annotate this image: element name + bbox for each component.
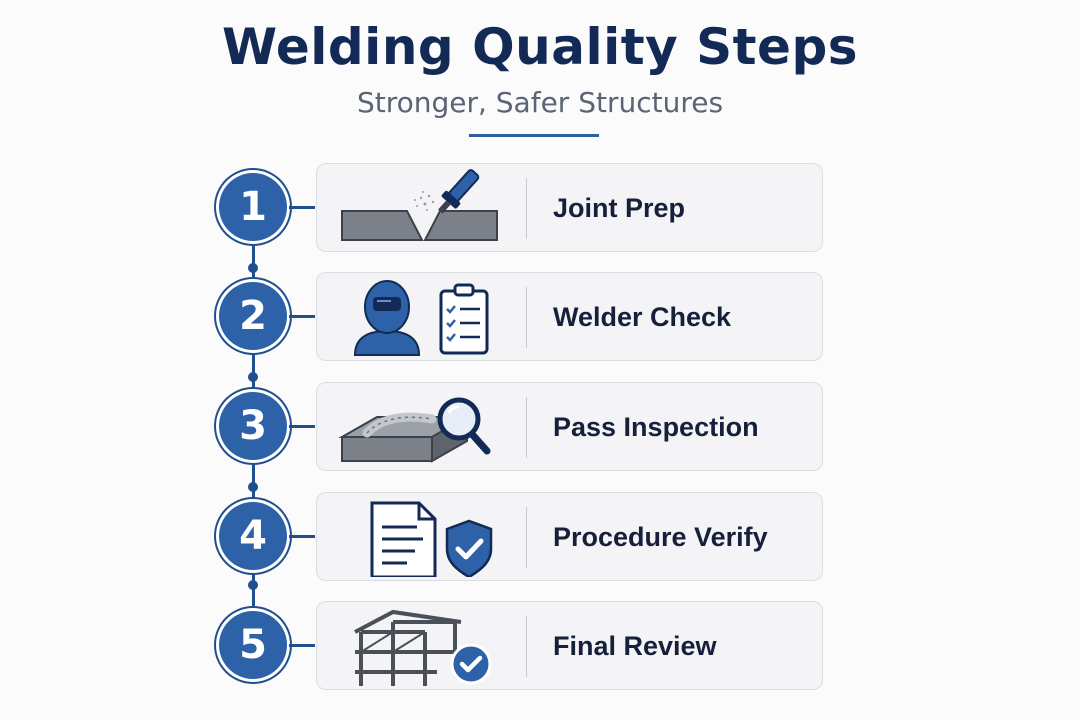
- step-card: Final Review: [316, 601, 823, 692]
- card-divider: [526, 616, 527, 677]
- timeline-dot: [248, 263, 258, 273]
- step-number-badge: 5: [219, 611, 287, 679]
- step-connector: [289, 206, 315, 209]
- step-label: Joint Prep: [553, 193, 686, 223]
- card-divider: [526, 397, 527, 458]
- weld-magnifier-icon: [337, 387, 507, 467]
- step-joint-prep: 1 Joint Prep: [0, 163, 1080, 255]
- title-underline: [469, 134, 599, 137]
- step-label: Pass Inspection: [553, 412, 759, 442]
- document-shield-icon: [337, 497, 507, 579]
- step-card: Procedure Verify: [316, 492, 823, 581]
- card-divider: [526, 507, 527, 568]
- step-card: Joint Prep: [316, 163, 823, 252]
- step-label: Welder Check: [553, 302, 732, 332]
- welder-checklist-icon: [337, 277, 507, 357]
- step-connector: [289, 425, 315, 428]
- step-number-badge: 1: [219, 173, 287, 241]
- step-label: Procedure Verify: [553, 522, 768, 552]
- step-number-badge: 3: [219, 392, 287, 460]
- step-number-badge: 4: [219, 502, 287, 570]
- step-procedure-verify: 4 Procedure Verify: [0, 492, 1080, 584]
- step-connector: [289, 535, 315, 538]
- step-card: Welder Check: [316, 272, 823, 361]
- timeline-dot: [248, 482, 258, 492]
- step-label: Final Review: [553, 631, 717, 661]
- card-divider: [526, 178, 527, 239]
- card-divider: [526, 287, 527, 348]
- structure-check-icon: [337, 606, 507, 692]
- step-pass-inspection: 3 Pass Inspection: [0, 382, 1080, 474]
- weld-joint-icon: [337, 168, 507, 248]
- step-card: Pass Inspection: [316, 382, 823, 471]
- timeline-dot: [248, 372, 258, 382]
- step-welder-check: 2 Wel: [0, 272, 1080, 364]
- timeline-dot: [248, 580, 258, 590]
- step-number-badge: 2: [219, 282, 287, 350]
- step-final-review: 5: [0, 601, 1080, 693]
- page-subtitle: Stronger, Safer Structures: [356, 86, 724, 119]
- page-title: Welding Quality Steps: [221, 18, 859, 76]
- step-connector: [289, 644, 315, 647]
- step-connector: [289, 315, 315, 318]
